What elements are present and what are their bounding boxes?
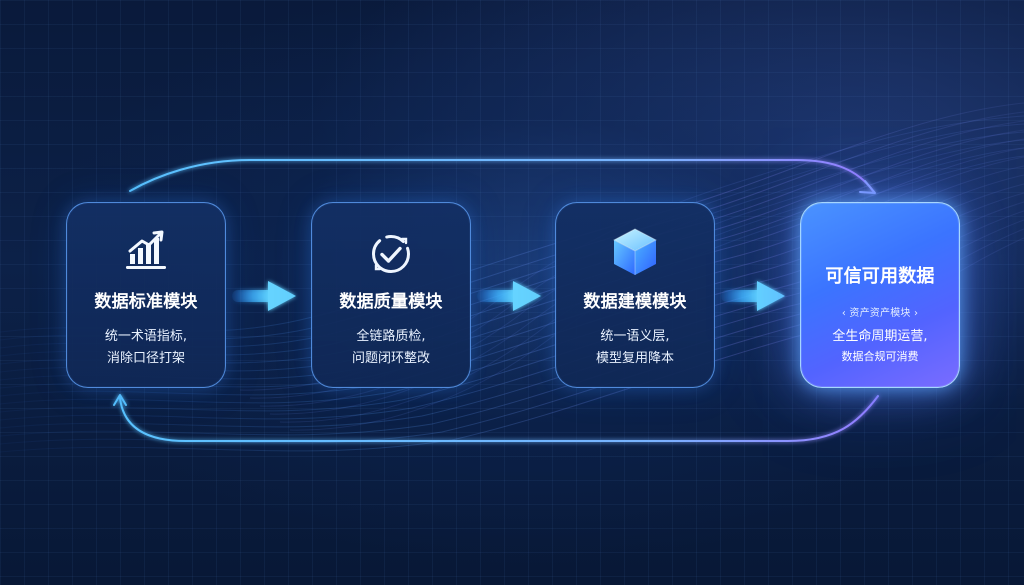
result-subtitle: ‹ 资产资产模块 › [841,308,919,319]
module-card-data-standards: 数据标准模块 统一术语指标, 消除口径打架 [66,202,226,388]
module-description-line-1: 全链路质检, [356,329,426,344]
result-description: 全生命周期运营, 数据合规可消费 [811,326,949,366]
module-card-data-quality: 数据质量模块 全链路质检, 问题闭环整改 [311,202,471,388]
bar-chart-growth-icon [126,230,166,269]
module-description-line-1: 统一术语指标, [104,329,188,344]
module-description: 统一术语指标, 消除口径打架 [77,326,215,370]
module-description-line-1: 统一语义层, [600,329,670,344]
module-description-line-2: 消除口径打架 [106,351,185,366]
module-description-line-2: 问题闭环整改 [351,351,430,366]
result-card-trusted-data: 可信可用数据 ‹ 资产资产模块 › 全生命周期运营, 数据合规可消费 [800,202,960,388]
quality-check-icon [372,235,410,273]
module-description-line-2: 模型复用降本 [595,351,674,366]
cube-icon [612,228,658,275]
module-title: 数据标准模块 [94,292,198,312]
module-card-data-modeling: 数据建模模块 统一语义层, 模型复用降本 [555,202,715,388]
result-description-line-1: 全生命周期运营, [832,329,928,344]
module-description: 全链路质检, 问题闭环整改 [322,326,460,370]
result-description-line-2: 数据合规可消费 [841,350,919,363]
module-title: 数据建模模块 [583,292,687,312]
module-description: 统一语义层, 模型复用降本 [566,326,704,370]
result-title: 可信可用数据 [825,266,935,287]
module-title: 数据质量模块 [339,292,443,312]
